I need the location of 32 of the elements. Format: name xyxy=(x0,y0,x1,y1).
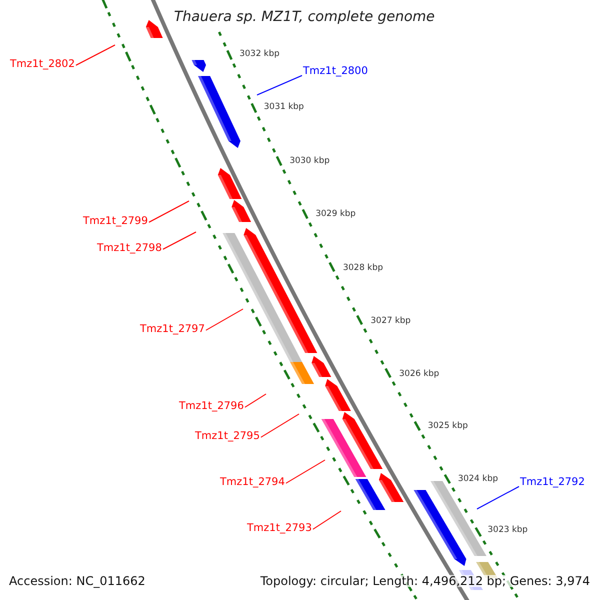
scale-label: 3032 kbp xyxy=(239,50,280,58)
gene-label: Tmz1t_2798 xyxy=(97,243,162,254)
leader-line xyxy=(312,510,342,530)
scale-label: 3027 kbp xyxy=(370,317,411,326)
scale-label: 3030 kbp xyxy=(290,157,330,166)
gene-label: Tmz1t_2800 xyxy=(303,66,368,76)
leader-line xyxy=(244,394,266,408)
scale-label: 3026 kbp xyxy=(399,370,440,378)
leader-line xyxy=(476,486,520,510)
leader-line xyxy=(75,44,116,66)
leader-line xyxy=(285,460,326,484)
gene-label: Tmz1t_2792 xyxy=(520,477,585,488)
scale-label: 3025 kbp xyxy=(428,422,468,430)
gene-label: Tmz1t_2795 xyxy=(195,431,260,442)
leader-line xyxy=(148,200,190,223)
gene-label: Tmz1t_2793 xyxy=(247,523,312,534)
gene-label: Tmz1t_2797 xyxy=(140,324,205,334)
scale-label: 3029 kbp xyxy=(316,210,356,218)
scale-label: 3023 kbp xyxy=(488,526,528,534)
gene-label: Tmz1t_2799 xyxy=(83,216,148,226)
scale-label: 3028 kbp xyxy=(342,264,384,272)
leader-line xyxy=(256,75,302,96)
title: Thauera sp. MZ1T, complete genome xyxy=(174,10,435,24)
scale-label: 3024 kbp xyxy=(458,475,498,484)
leader-line xyxy=(205,308,244,331)
leader-line xyxy=(260,414,300,438)
leader-line xyxy=(162,232,196,250)
scale-label: 3031 kbp xyxy=(264,103,304,112)
gene-label: Tmz1t_2794 xyxy=(220,477,285,488)
gene-label: Tmz1t_2802 xyxy=(10,59,75,70)
gene-label: Tmz1t_2796 xyxy=(179,401,244,412)
accession-label: Accession: NC_011662 xyxy=(9,575,146,587)
